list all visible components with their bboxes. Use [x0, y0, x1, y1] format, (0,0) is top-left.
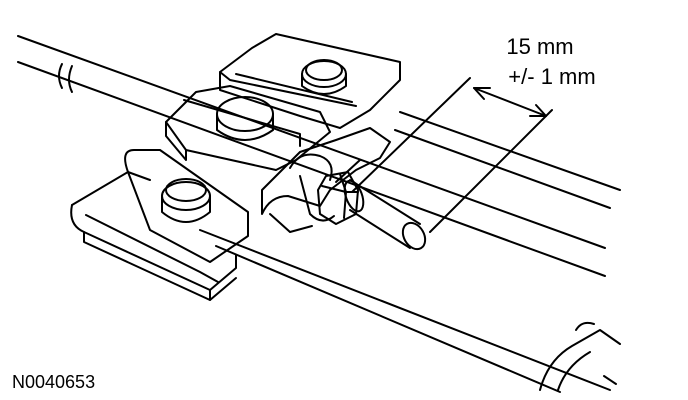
dimension-tolerance-label: +/- 1 mm	[508, 64, 595, 89]
ferrule-nut	[317, 171, 359, 225]
dimension-line	[473, 87, 547, 117]
clip-base-plate	[70, 171, 237, 301]
clip-middle-plate	[165, 85, 331, 171]
figure-id-label: N0040653	[12, 372, 95, 392]
cable-upper	[17, 35, 606, 277]
clip-lower-tab	[124, 149, 249, 263]
clip-upper-plate	[219, 33, 401, 129]
extension-line-left	[351, 77, 471, 193]
center-retainer	[261, 127, 391, 233]
arrow-right-icon	[529, 104, 547, 117]
dimension-value-label: 15 mm	[506, 34, 573, 59]
cable-lower	[199, 229, 611, 393]
arrow-left-icon	[473, 87, 491, 100]
cable-end-sleeve	[343, 179, 427, 251]
rod-upper-right	[394, 111, 621, 209]
dimension-indicator	[351, 77, 553, 233]
extension-line-right	[429, 109, 553, 233]
partial-bracket-bottom-right	[539, 321, 621, 391]
